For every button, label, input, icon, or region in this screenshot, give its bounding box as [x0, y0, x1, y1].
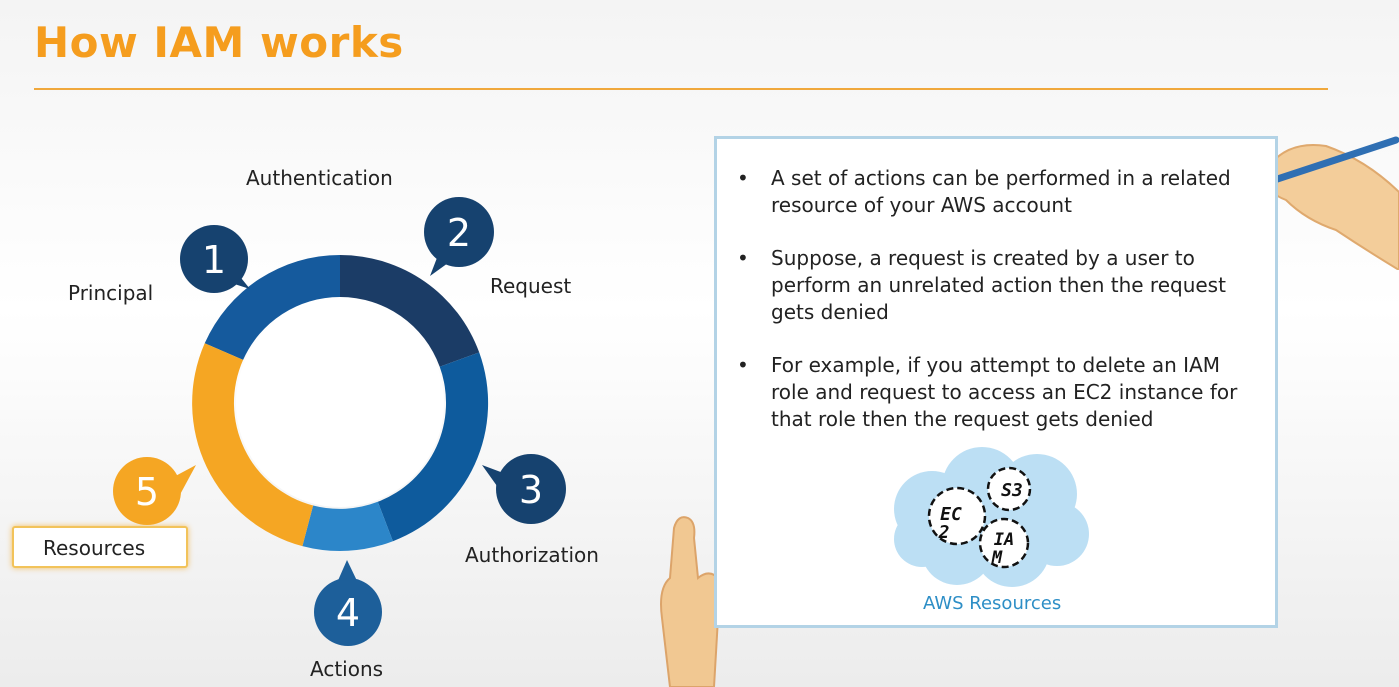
label-resources: Resources	[43, 536, 146, 560]
label-authentication: Authentication	[246, 166, 393, 190]
label-principal: Principal	[68, 281, 154, 305]
step-badge-2: 2	[424, 197, 494, 276]
bullet-list: A set of actions can be performed in a r…	[735, 165, 1255, 459]
svg-text:3: 3	[519, 468, 543, 512]
bullet-item: A set of actions can be performed in a r…	[735, 165, 1255, 219]
segment-actions	[302, 501, 393, 551]
label-actions: Actions	[310, 657, 384, 681]
segment-authorization	[377, 352, 489, 542]
step-badge-5: 5	[113, 457, 196, 525]
bullet-item: Suppose, a request is created by a user …	[735, 245, 1255, 326]
segment-request	[340, 254, 480, 367]
aws-resources-cloud: EC 2 S3 IA M	[894, 447, 1089, 587]
svg-text:EC: EC	[940, 504, 962, 525]
svg-text:S3: S3	[1001, 480, 1023, 501]
s3-bubble: S3	[986, 466, 1032, 512]
svg-text:5: 5	[135, 470, 159, 514]
svg-text:2: 2	[447, 211, 471, 255]
bullet-item: For example, if you attempt to delete an…	[735, 352, 1255, 433]
step-badge-3: 3	[482, 454, 566, 524]
segment-resources	[192, 343, 314, 547]
segment-principal	[204, 255, 340, 360]
resources-highlight-box: Resources	[12, 526, 188, 568]
svg-text:M: M	[991, 548, 1003, 568]
step-badge-4: 4	[314, 560, 382, 646]
svg-text:2: 2	[938, 522, 950, 543]
iam-cycle-diagram: 1 2 3 4 5	[113, 197, 566, 646]
svg-text:1: 1	[202, 238, 226, 282]
info-panel: A set of actions can be performed in a r…	[714, 136, 1278, 628]
svg-text:IA: IA	[994, 530, 1014, 550]
step-badge-1: 1	[180, 225, 250, 293]
svg-text:4: 4	[336, 591, 360, 635]
title-underline	[34, 88, 1328, 90]
ec2-bubble: EC 2	[927, 486, 987, 546]
page-title: How IAM works	[34, 18, 404, 67]
aws-resources-caption: AWS Resources	[923, 593, 1062, 614]
label-authorization: Authorization	[465, 543, 599, 567]
label-request: Request	[490, 274, 572, 298]
iam-bubble: IA M	[978, 517, 1030, 569]
